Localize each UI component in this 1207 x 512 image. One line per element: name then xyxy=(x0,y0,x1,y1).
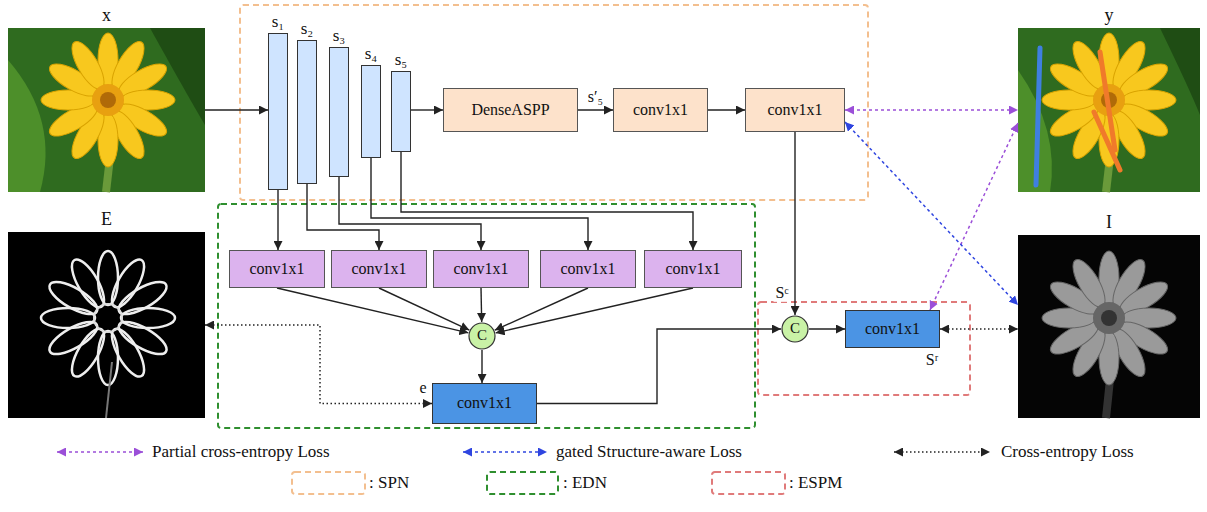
concat-circle: C xyxy=(781,315,809,343)
conv-block: conv1x1 xyxy=(613,88,708,132)
legend-entry: Cross-entropy Loss xyxy=(1001,442,1134,462)
flow-arrow xyxy=(794,132,795,315)
flow-arrow xyxy=(379,288,469,330)
flow-arrow xyxy=(708,109,745,110)
flow-arrow xyxy=(277,288,468,333)
conv-block: conv1x1 xyxy=(433,250,529,288)
feature-bar: s₅ xyxy=(391,71,411,152)
flow-arrow xyxy=(578,109,613,110)
node-heading: y xyxy=(1105,5,1114,26)
image-panel: y xyxy=(1018,28,1200,192)
conv-block: conv1x1 xyxy=(644,250,742,288)
conv-block: DenseASPP xyxy=(443,88,578,132)
flow-arrow xyxy=(537,329,781,404)
legend-line xyxy=(57,451,143,453)
flow-arrow xyxy=(401,152,693,250)
node-heading: s₂ xyxy=(301,19,314,39)
node-label: conv1x1 xyxy=(633,101,688,119)
flow-arrow xyxy=(480,288,482,322)
partial-ce-loss xyxy=(845,109,1018,111)
flow-arrow xyxy=(205,109,268,110)
signal-name: e xyxy=(417,379,428,397)
legend-entry: : ESPM xyxy=(789,473,842,493)
legend-entry: gated Structure-aware Loss xyxy=(556,442,742,462)
image-panel: x xyxy=(8,28,205,192)
edge-map xyxy=(8,232,205,418)
node-label: conv1x1 xyxy=(767,101,822,119)
input-photo xyxy=(8,28,205,192)
feature-bar: s₃ xyxy=(329,47,349,177)
espm-region xyxy=(758,302,970,395)
node-heading: E xyxy=(101,209,112,230)
flow-arrow xyxy=(481,350,482,383)
node-label: C xyxy=(477,327,487,344)
node-heading: x xyxy=(102,5,111,26)
image-panel: E xyxy=(8,232,205,418)
feature-bar: s₂ xyxy=(297,40,317,184)
flow-arrow xyxy=(809,328,845,329)
node-label: conv1x1 xyxy=(865,320,920,338)
node-heading: s₅ xyxy=(395,50,408,70)
legend-entry: : SPN xyxy=(369,473,409,493)
edn-region xyxy=(218,204,755,428)
feature-bar: s₄ xyxy=(361,65,381,158)
legend-box xyxy=(292,472,365,494)
node-heading: s₄ xyxy=(365,44,378,64)
concat-circle: C xyxy=(468,322,496,350)
signal-name: Sʳ xyxy=(924,351,940,369)
partial-ce-loss xyxy=(930,123,1018,310)
spn-region xyxy=(240,5,868,200)
legend-entry: : EDN xyxy=(563,473,607,493)
flow-arrow xyxy=(371,158,588,250)
flow-arrow xyxy=(411,109,443,110)
gray-image xyxy=(1018,235,1200,418)
node-heading: s₃ xyxy=(333,26,346,46)
conv-block: conv1x1 xyxy=(229,250,325,288)
legend-line xyxy=(463,451,547,453)
ce-loss xyxy=(940,328,1018,330)
edge-label: Sᶜ xyxy=(774,284,791,302)
legend-box xyxy=(712,472,785,494)
structure-loss xyxy=(845,122,1018,305)
node-label: conv1x1 xyxy=(453,260,508,278)
ce-loss xyxy=(205,325,432,404)
conv-block: conv1x1 xyxy=(331,250,427,288)
node-label: conv1x1 xyxy=(351,260,406,278)
flow-arrow xyxy=(277,190,278,250)
conv-block: conv1x1 xyxy=(745,88,845,132)
scribble-photo xyxy=(1018,28,1200,192)
node-label: conv1x1 xyxy=(457,394,512,412)
node-label: DenseASPP xyxy=(471,101,549,119)
conv-block: conv1x1 xyxy=(540,250,636,288)
node-label: conv1x1 xyxy=(665,260,720,278)
image-panel: I xyxy=(1018,235,1200,418)
node-heading: I xyxy=(1106,212,1112,233)
edge-label: s′₅ xyxy=(586,88,605,106)
flow-arrow xyxy=(307,184,379,250)
node-label: conv1x1 xyxy=(249,260,304,278)
legend-line xyxy=(894,451,990,453)
legend-entry: Partial cross-entropy Loss xyxy=(152,442,330,462)
feature-bar: s₁ xyxy=(268,33,288,190)
conv-block: conv1x1 xyxy=(432,383,537,424)
node-heading: s₁ xyxy=(272,12,285,32)
conv-block: conv1x1 xyxy=(845,310,940,348)
node-label: conv1x1 xyxy=(560,260,615,278)
flow-arrow xyxy=(339,177,481,250)
flow-arrow xyxy=(496,288,693,333)
legend-box xyxy=(487,472,558,494)
flow-arrow xyxy=(495,288,588,330)
node-label: C xyxy=(790,320,800,337)
